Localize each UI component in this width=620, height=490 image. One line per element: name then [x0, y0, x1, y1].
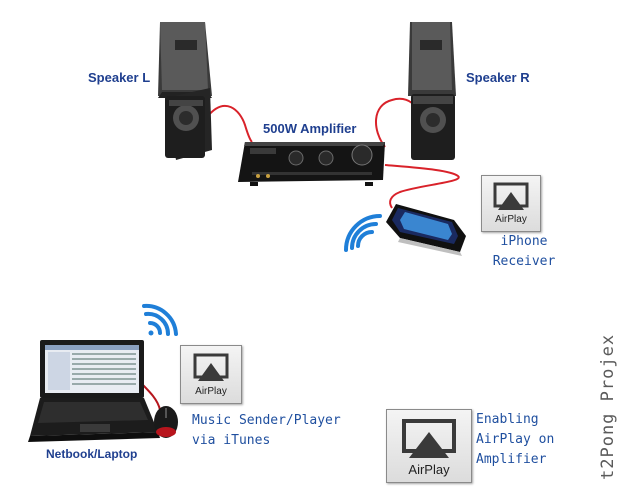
airplay-badge-text: AirPlay	[387, 462, 471, 477]
sender-label-line1: Music Sender/Player	[192, 411, 341, 431]
cable-right-speaker	[376, 99, 412, 147]
wifi-icon	[144, 306, 176, 336]
watermark-text: t2Pong Projex	[598, 334, 618, 480]
wifi-icon	[346, 216, 380, 250]
speaker-left-icon	[158, 22, 212, 160]
enabling-label: Enabling AirPlay on Amplifier	[476, 410, 554, 470]
amplifier-icon	[238, 142, 385, 186]
speaker-right-label: Speaker R	[466, 70, 530, 85]
iphone-label-line1: iPhone	[484, 232, 564, 252]
iphone-label-line2: Receiver	[484, 252, 564, 272]
iphone-icon	[386, 204, 466, 256]
sender-label: Music Sender/Player via iTunes	[192, 411, 341, 451]
cable-amp-to-iphone	[385, 165, 459, 208]
airplay-badge-amplifier: AirPlay	[386, 409, 472, 483]
airplay-badge-text: AirPlay	[482, 214, 540, 225]
airplay-badge-text: AirPlay	[181, 386, 241, 397]
cable-left-speaker	[207, 106, 252, 142]
enabling-label-line3: Amplifier	[476, 450, 554, 470]
enabling-label-line1: Enabling	[476, 410, 554, 430]
airplay-badge-iphone: AirPlay	[481, 175, 541, 232]
amplifier-label: 500W Amplifier	[263, 121, 356, 136]
iphone-label: iPhone Receiver	[484, 232, 564, 272]
speaker-left-label: Speaker L	[88, 70, 150, 85]
mouse-icon	[154, 406, 178, 438]
laptop-label: Netbook/Laptop	[46, 447, 137, 461]
airplay-badge-laptop: AirPlay	[180, 345, 242, 404]
enabling-label-line2: AirPlay on	[476, 430, 554, 450]
laptop-icon	[28, 340, 160, 442]
sender-label-line2: via iTunes	[192, 431, 341, 451]
speaker-right-icon	[408, 22, 456, 160]
